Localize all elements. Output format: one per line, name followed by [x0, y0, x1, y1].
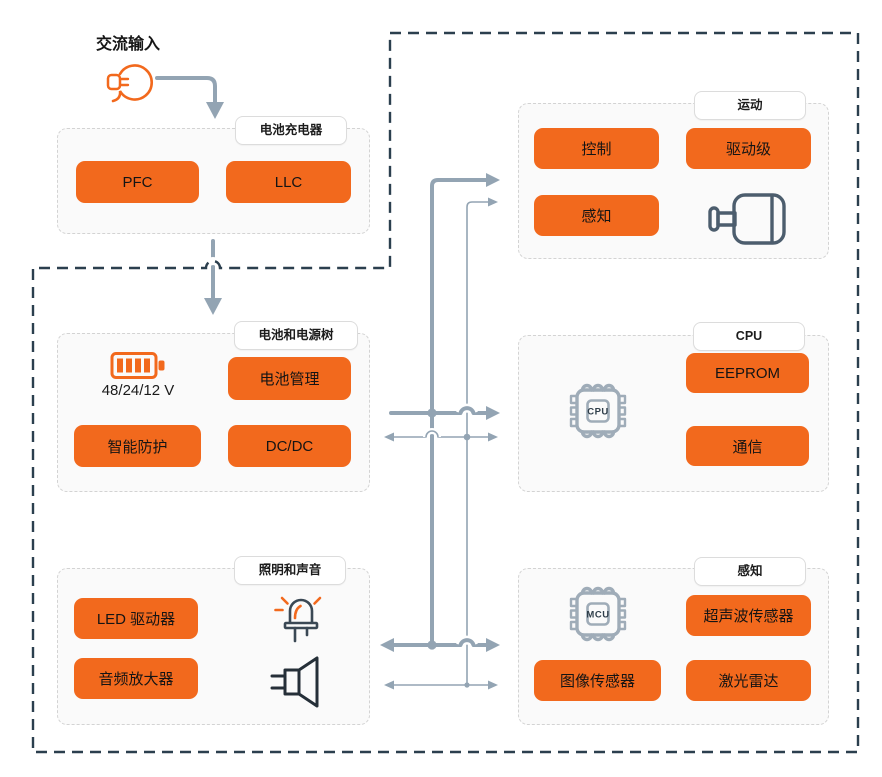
- panel-motion: 运动 控制 驱动级 感知: [518, 91, 829, 259]
- cpu-chip-label: CPU: [587, 407, 609, 418]
- panel-power-tree: 电池和电源树 48/24/12 V 电池管理 智能防护 DC/DC: [57, 321, 370, 492]
- led-icon: [274, 596, 322, 643]
- tag-light-sound: 照明和声音: [234, 556, 346, 585]
- speaker-icon: [270, 656, 319, 708]
- block-pfc[interactable]: PFC: [76, 161, 199, 203]
- motor-icon: [708, 193, 786, 245]
- mcu-chip-label: MCU: [586, 610, 609, 621]
- ac-plug-icon: [106, 64, 154, 103]
- block-smart-protection[interactable]: 智能防护: [74, 425, 201, 467]
- power-trunk-line: [430, 178, 488, 647]
- block-eeprom[interactable]: EEPROM: [686, 353, 809, 393]
- ac-input-label: 交流输入: [96, 36, 161, 53]
- block-battery-management[interactable]: 电池管理: [228, 357, 351, 400]
- tag-battery-charger: 电池充电器: [235, 116, 347, 145]
- block-led-driver[interactable]: LED 驱动器: [74, 598, 198, 639]
- block-audio-amplifier[interactable]: 音频放大器: [74, 658, 198, 699]
- battery-icon: [110, 352, 165, 379]
- block-drive-stage[interactable]: 驱动级: [686, 128, 811, 169]
- block-ultrasonic-sensor[interactable]: 超声波传感器: [686, 595, 811, 636]
- ac-input-arrow: [155, 76, 217, 104]
- panel-battery-charger: 电池充电器 PFC LLC: [57, 116, 370, 234]
- panel-light-sound: 照明和声音 LED 驱动器 音频放大器: [57, 556, 370, 725]
- voltage-label: 48/24/12 V: [101, 382, 175, 399]
- block-communication[interactable]: 通信: [686, 426, 809, 466]
- cpu-chip-icon: CPU: [569, 383, 627, 439]
- block-image-sensor[interactable]: 图像传感器: [534, 660, 661, 701]
- block-lidar[interactable]: 激光雷达: [686, 660, 811, 701]
- block-dcdc[interactable]: DC/DC: [228, 425, 351, 467]
- panel-sensing: 感知 MCU 超声波传感器 图像传感器 激光雷达: [518, 557, 829, 725]
- tag-power-tree: 电池和电源树: [234, 321, 358, 350]
- panel-cpu: CPU CPU EEPROM 通信: [518, 322, 829, 492]
- block-llc[interactable]: LLC: [226, 161, 351, 203]
- block-motion-sensing[interactable]: 感知: [534, 195, 659, 236]
- tag-cpu: CPU: [693, 322, 805, 351]
- tag-motion: 运动: [694, 91, 806, 120]
- mcu-chip-icon: MCU: [569, 586, 627, 642]
- block-control[interactable]: 控制: [534, 128, 659, 169]
- tag-sensing: 感知: [694, 557, 806, 586]
- signal-trunk-line: [466, 201, 489, 686]
